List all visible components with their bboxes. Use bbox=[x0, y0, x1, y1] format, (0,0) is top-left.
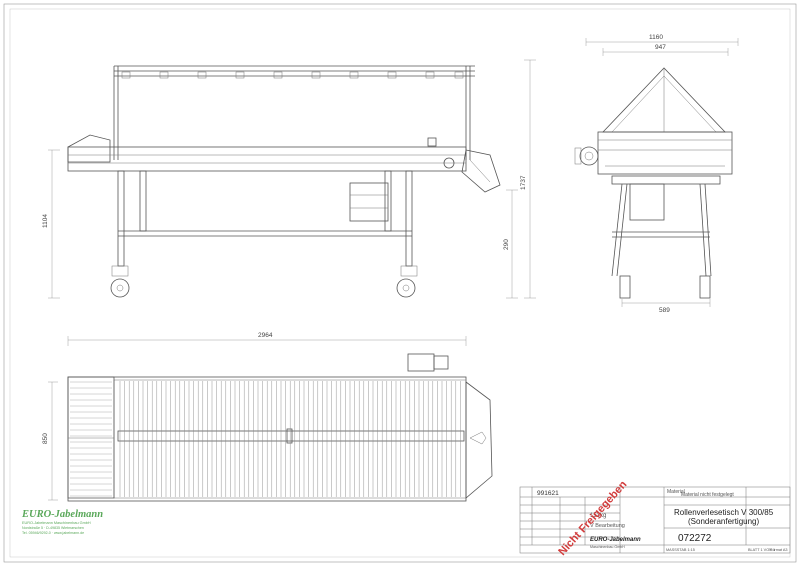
dim-side-height-frame: 290 bbox=[503, 239, 510, 250]
roller-pattern bbox=[119, 381, 461, 497]
title-block-small-number: 991621 bbox=[537, 490, 559, 497]
infeed-pattern bbox=[70, 381, 112, 497]
drawing-number: 072272 bbox=[678, 533, 712, 544]
title-block-scale: MASSSTAB 1:15 bbox=[666, 548, 695, 552]
end-view bbox=[574, 38, 739, 307]
top-view bbox=[48, 336, 493, 502]
dim-end-width-outer: 1160 bbox=[649, 34, 663, 41]
title-block-format: Format A3 bbox=[770, 548, 788, 552]
sheet-border bbox=[3, 3, 797, 563]
title-block-weight: 153kg bbox=[590, 513, 606, 519]
drawing-title-line2: (Sonderanfertigung) bbox=[688, 517, 759, 526]
dim-end-base: 589 bbox=[659, 307, 670, 314]
logo-line2: Nordstraße 5 · D-49835 Wietmarschen bbox=[22, 526, 84, 530]
dim-top-width: 2964 bbox=[258, 332, 273, 339]
logo-wordmark: EURO-Jabelmann bbox=[21, 509, 103, 520]
logo-line3: Tel. 05946/9292-0 · www.jabelmann.de bbox=[22, 531, 84, 535]
title-block-surface: V Bearbeitung bbox=[590, 523, 625, 529]
dim-side-height-table: 1104 bbox=[42, 214, 49, 228]
dim-end-width-inner: 947 bbox=[655, 44, 666, 51]
sheet-inner-border bbox=[9, 8, 791, 558]
drawing-title-line1: Rollenverlesetisch V 300/85 bbox=[674, 508, 774, 517]
title-block-material-label: Material bbox=[667, 489, 685, 495]
side-view bbox=[48, 59, 536, 299]
title-block-sheet: BLATT 1 VON 1 bbox=[748, 548, 775, 552]
title-block bbox=[519, 486, 791, 554]
title-block-company: EURO-Jabelmann bbox=[590, 537, 641, 543]
title-block-company-sub: Maschinenbau GmbH bbox=[590, 545, 625, 549]
title-block-material-value: Material nicht festgelegt bbox=[681, 492, 734, 498]
dim-top-depth: 850 bbox=[42, 433, 49, 444]
company-logo: EURO-Jabelmann EURO-Jabelmann Maschinenb… bbox=[21, 509, 103, 535]
logo-line1: EURO-Jabelmann Maschinenbau GmbH bbox=[22, 521, 91, 525]
dim-side-height-total: 1737 bbox=[520, 175, 527, 190]
